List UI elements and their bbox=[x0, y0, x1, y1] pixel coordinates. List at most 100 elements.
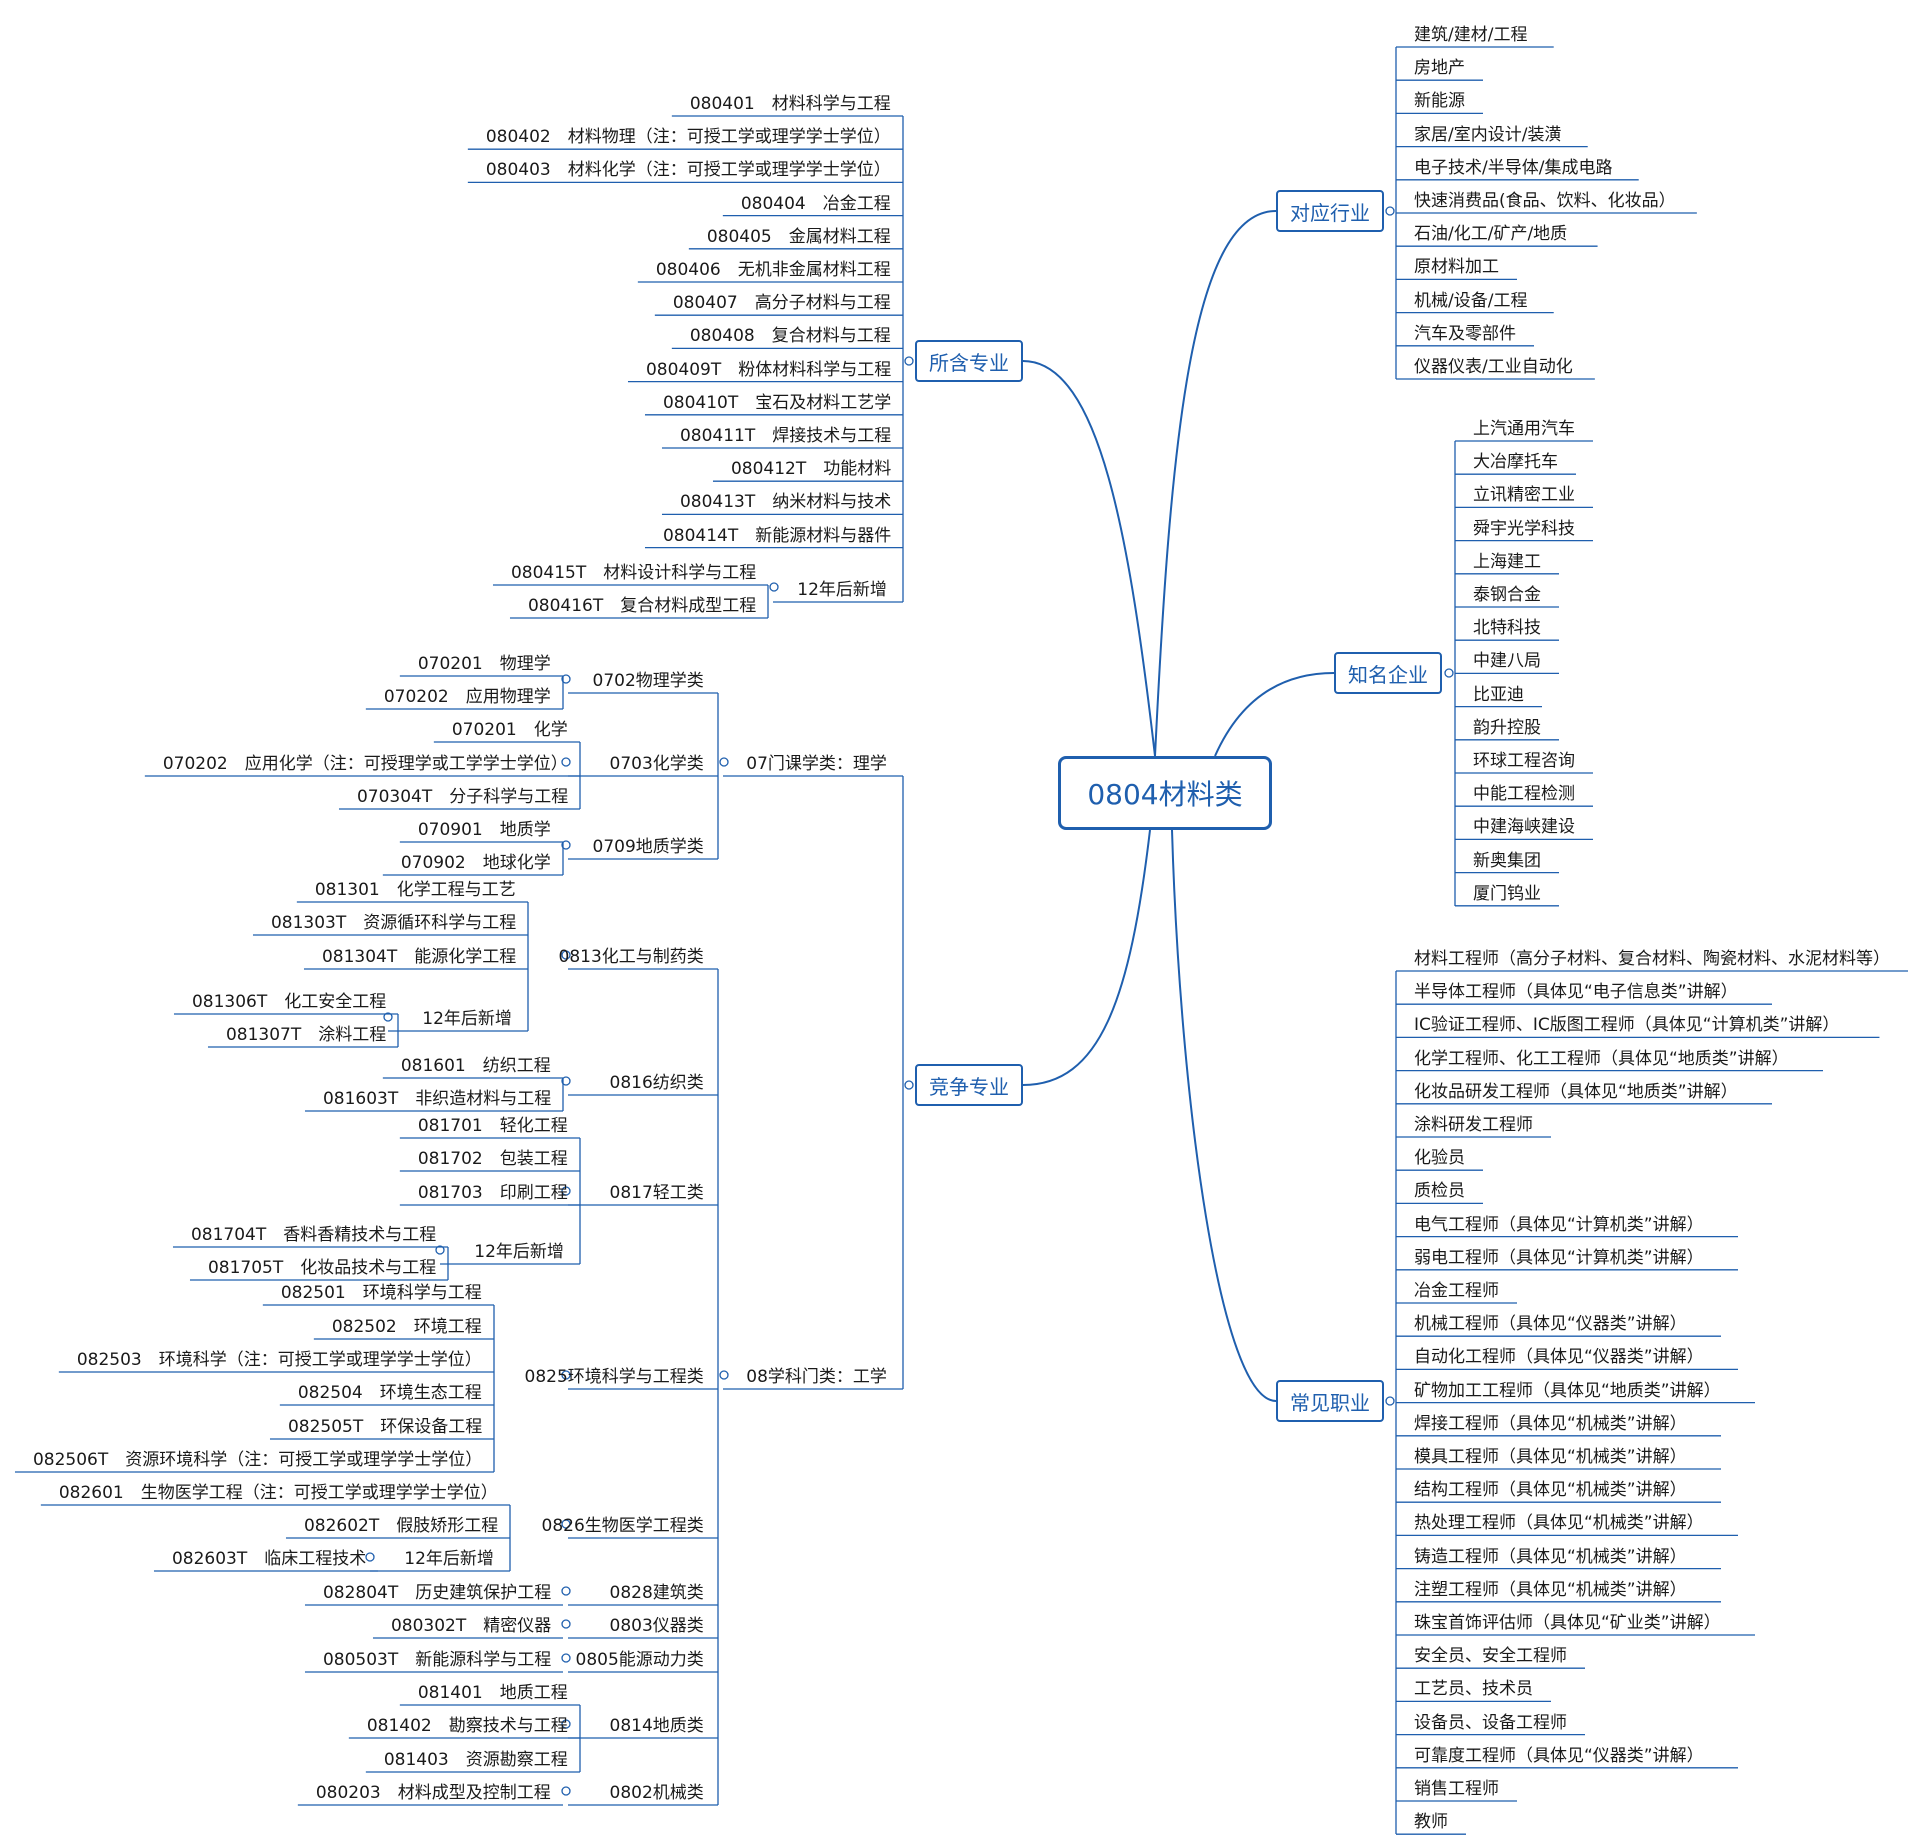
industry-item: 家居/室内设计/装潢 bbox=[1414, 124, 1562, 145]
group-item: 070902 地球化学 bbox=[400, 853, 551, 873]
group-label: 0826生物医学工程类 bbox=[541, 1516, 704, 1536]
career-item: 化学工程师、化工工程师（具体见“地质类”讲解） bbox=[1414, 1048, 1789, 1069]
industry-item: 原材料加工 bbox=[1414, 257, 1499, 278]
collapse-toggle-icon[interactable] bbox=[561, 1719, 571, 1729]
collapse-toggle-icon[interactable] bbox=[1385, 1396, 1395, 1406]
major-item: 080403 材料化学（注：可授工学或理学学士学位） bbox=[485, 160, 891, 181]
company-item: 立讯精密工业 bbox=[1473, 485, 1575, 506]
industry-item: 仪器仪表/工业自动化 bbox=[1414, 357, 1573, 377]
group-label: 0816纺织类 bbox=[609, 1073, 704, 1093]
group-item: 081702 包装工程 bbox=[417, 1149, 568, 1169]
major-item: 080407 高分子材料与工程 bbox=[672, 293, 891, 314]
career-item: 机械工程师（具体见“仪器类”讲解） bbox=[1414, 1314, 1687, 1335]
collapse-toggle-icon[interactable] bbox=[561, 1370, 571, 1380]
career-item: 电气工程师（具体见“计算机类”讲解） bbox=[1414, 1214, 1704, 1235]
group-item: 070304T 分子科学与工程 bbox=[356, 787, 569, 807]
company-item: 比亚迪 bbox=[1473, 684, 1524, 705]
career-item: 铸造工程师（具体见“机械类”讲解） bbox=[1414, 1546, 1687, 1567]
group-item: 081601 纺织工程 bbox=[400, 1056, 551, 1076]
group-label: 0803仪器类 bbox=[609, 1616, 704, 1636]
collapse-toggle-icon[interactable] bbox=[561, 950, 571, 960]
group-item: 081301 化学工程与工艺 bbox=[314, 880, 516, 900]
sub-group-item: 081306T 化工安全工程 bbox=[191, 992, 387, 1012]
branch-industry[interactable]: 对应行业 bbox=[1276, 190, 1384, 232]
group-label: 0805能源动力类 bbox=[575, 1650, 704, 1670]
collapse-toggle-icon[interactable] bbox=[561, 1619, 571, 1629]
industry-item: 快速消费品(食品、饮料、化妆品） bbox=[1414, 191, 1676, 211]
sub-group-label: 12年后新增 bbox=[422, 1009, 512, 1029]
collapse-toggle-icon[interactable] bbox=[561, 840, 571, 850]
collapse-toggle-icon[interactable] bbox=[365, 1552, 375, 1562]
major-item: 080410T 宝石及材料工艺学 bbox=[662, 392, 892, 413]
group-item: 082504 环境生态工程 bbox=[297, 1383, 482, 1403]
major-item: 080414T 新能源材料与器件 bbox=[662, 525, 892, 546]
collapse-toggle-icon[interactable] bbox=[1385, 206, 1395, 216]
industry-item: 机械/设备/工程 bbox=[1414, 290, 1528, 311]
branch-competing[interactable]: 竞争专业 bbox=[915, 1064, 1023, 1106]
career-item: 可靠度工程师（具体见“仪器类”讲解） bbox=[1414, 1745, 1704, 1766]
collapse-toggle-icon[interactable] bbox=[769, 582, 779, 592]
major-new-item: 080416T 复合材料成型工程 bbox=[527, 596, 757, 616]
group-item: 081401 地质工程 bbox=[417, 1683, 568, 1703]
industry-item: 新能源 bbox=[1414, 91, 1465, 112]
major-item: 080411T 焊接技术与工程 bbox=[679, 426, 892, 446]
sub-group-label: 12年后新增 bbox=[474, 1242, 564, 1262]
collapse-toggle-icon[interactable] bbox=[904, 356, 914, 366]
group-label: 0825环境科学与工程类 bbox=[524, 1367, 704, 1387]
group-item: 081303T 资源循环科学与工程 bbox=[270, 913, 517, 933]
branch-companies[interactable]: 知名企业 bbox=[1334, 652, 1442, 694]
collapse-toggle-icon[interactable] bbox=[561, 1076, 571, 1086]
group-item: 081703 印刷工程 bbox=[417, 1183, 568, 1203]
industry-item: 石油/化工/矿产/地质 bbox=[1414, 224, 1568, 245]
collapse-toggle-icon[interactable] bbox=[561, 757, 571, 767]
industry-item: 房地产 bbox=[1414, 58, 1465, 79]
category-engineering: 08学科门类：工学 bbox=[746, 1367, 887, 1387]
collapse-toggle-icon[interactable] bbox=[719, 1370, 729, 1380]
collapse-toggle-icon[interactable] bbox=[561, 1653, 571, 1663]
career-item: 自动化工程师（具体见“仪器类”讲解） bbox=[1414, 1347, 1704, 1368]
group-item: 081603T 非织造材料与工程 bbox=[322, 1089, 552, 1109]
group-label: 0828建筑类 bbox=[609, 1583, 704, 1603]
sub-group-item: 082603T 临床工程技术 bbox=[171, 1549, 367, 1569]
branch-careers[interactable]: 常见职业 bbox=[1276, 1380, 1384, 1422]
career-item: 珠宝首饰评估师（具体见“矿业类”讲解） bbox=[1414, 1613, 1721, 1633]
sub-group-label: 12年后新增 bbox=[404, 1549, 494, 1569]
company-item: 上汽通用汽车 bbox=[1473, 419, 1575, 439]
industry-item: 汽车及零部件 bbox=[1414, 323, 1516, 344]
group-item: 081402 勘察技术与工程 bbox=[366, 1716, 568, 1736]
company-item: 厦门钨业 bbox=[1473, 883, 1541, 904]
group-label: 0814地质类 bbox=[609, 1716, 704, 1736]
collapse-toggle-icon[interactable] bbox=[561, 1786, 571, 1796]
collapse-toggle-icon[interactable] bbox=[561, 1186, 571, 1196]
industry-item: 电子技术/半导体/集成电路 bbox=[1414, 157, 1613, 178]
root-topic[interactable]: 0804材料类 bbox=[1058, 756, 1272, 830]
group-label: 0817轻工类 bbox=[609, 1183, 704, 1203]
group-item: 082804T 历史建筑保护工程 bbox=[322, 1583, 552, 1603]
branch-majors[interactable]: 所含专业 bbox=[915, 340, 1023, 382]
collapse-toggle-icon[interactable] bbox=[719, 757, 729, 767]
collapse-toggle-icon[interactable] bbox=[383, 1012, 393, 1022]
major-item: 080402 材料物理（注：可授工学或理学学士学位） bbox=[485, 127, 891, 148]
collapse-toggle-icon[interactable] bbox=[1444, 668, 1454, 678]
collapse-toggle-icon[interactable] bbox=[561, 674, 571, 684]
career-item: 设备员、设备工程师 bbox=[1414, 1712, 1567, 1733]
industry-item: 建筑/建材/工程 bbox=[1414, 25, 1528, 45]
career-item: 半导体工程师（具体见“电子信息类”讲解） bbox=[1414, 982, 1738, 1003]
major-new-group: 12年后新增 bbox=[797, 580, 887, 600]
group-item: 080203 材料成型及控制工程 bbox=[315, 1783, 551, 1803]
career-item: 焊接工程师（具体见“机械类”讲解） bbox=[1414, 1413, 1687, 1434]
collapse-toggle-icon[interactable] bbox=[561, 1519, 571, 1529]
collapse-toggle-icon[interactable] bbox=[904, 1080, 914, 1090]
company-item: 新奥集团 bbox=[1473, 850, 1541, 871]
group-item: 080302T 精密仪器 bbox=[390, 1616, 552, 1636]
group-item: 070202 应用化学（注：可授理学或工学学士学位） bbox=[162, 754, 568, 774]
career-item: 化验员 bbox=[1414, 1148, 1465, 1169]
group-label: 0703化学类 bbox=[609, 754, 704, 774]
collapse-toggle-icon[interactable] bbox=[435, 1245, 445, 1255]
group-item: 081304T 能源化学工程 bbox=[321, 947, 517, 967]
collapse-toggle-icon[interactable] bbox=[561, 1586, 571, 1596]
major-item: 080412T 功能材料 bbox=[730, 459, 892, 480]
group-item: 082502 环境工程 bbox=[331, 1317, 482, 1337]
